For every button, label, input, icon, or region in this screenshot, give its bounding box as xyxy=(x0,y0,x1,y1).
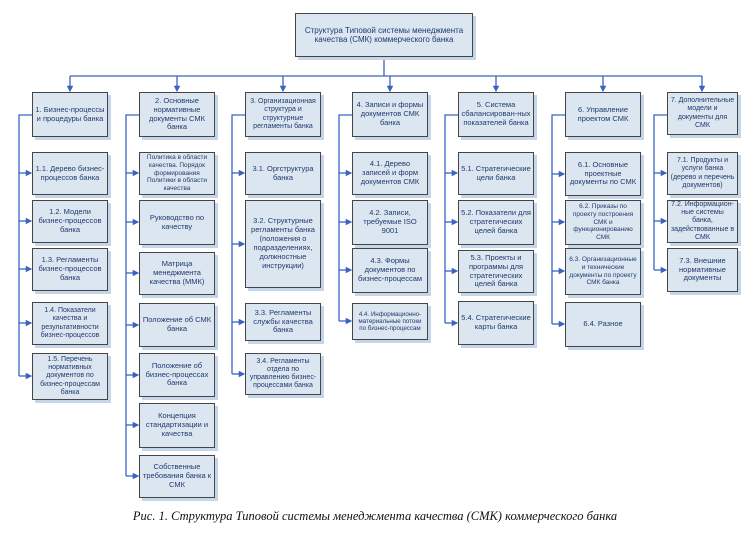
box-3-2: 3.2. Структурные регламенты банка (полож… xyxy=(245,200,321,288)
box-7-3: 7.3. Внешние нормативные документы xyxy=(667,248,738,292)
box-7-2: 7.2. Информацион-ные системы банка, заде… xyxy=(667,200,738,243)
box-3-1: 3.1. Оргструктура банка xyxy=(245,152,321,195)
box-3-4: 3.4. Регламенты отдела по управлению биз… xyxy=(245,353,321,395)
column-2-header: 2. Основные нормативные документы СМК ба… xyxy=(139,92,215,137)
box-3-3: 3.3. Регламенты службы качества банка xyxy=(245,303,321,341)
box-1-2: 1.2. Модели бизнес-процессов банка xyxy=(32,200,108,243)
root-box: Структура Типовой системы менеджмента ка… xyxy=(295,13,473,57)
box-4-3: 4.3. Формы документов по бизнес-процесса… xyxy=(352,248,428,293)
box-5-2: 5.2. Показатели для стратегических целей… xyxy=(458,200,534,245)
box-7-1: 7.1. Продукты и услуги банка (дерево и п… xyxy=(667,152,738,195)
column-1-header: 1. Бизнес-процессы и процедуры банка xyxy=(32,92,108,137)
figure-caption: Рис. 1. Структура Типовой системы менедж… xyxy=(132,509,618,523)
box-5-4: 5.4. Стратегические карты банка xyxy=(458,301,534,345)
box-1-1: 1.1. Дерево бизнес-процессов банка xyxy=(32,152,108,195)
box-6-1: 6.1. Основные проектные документы по СМК xyxy=(565,152,641,196)
box-4-2: 4.2. Записи, требуемые ISO 9001 xyxy=(352,200,428,245)
box-6-3: 6.3. Организационные и технические докум… xyxy=(565,248,641,295)
box-4-1: 4.1. Дерево записей и форм документов СМ… xyxy=(352,152,428,195)
box-2-policy: Политика в области качества. Порядок фор… xyxy=(139,152,215,195)
box-4-4: 4.4. Информационно-материальные потоки п… xyxy=(352,303,428,340)
box-6-2: 6.2. Приказы по проекту построения СМК и… xyxy=(565,200,641,245)
box-2-matrix: Матрица менеджмента качества (ММК) xyxy=(139,252,215,295)
column-5-header: 5. Система сбалансирован-ных показателей… xyxy=(458,92,534,137)
box-1-5: 1.5. Перечень нормативных документов по … xyxy=(32,353,108,400)
box-2-smk-regulation: Положение об СМК банка xyxy=(139,303,215,347)
box-1-3: 1.3. Регламенты бизнес-процессов банка xyxy=(32,248,108,291)
box-6-4: 6.4. Разное xyxy=(565,302,641,347)
column-4-header: 4. Записи и формы документов СМК банка xyxy=(352,92,428,137)
column-3-header: 3. Организационная структура и структурн… xyxy=(245,92,321,137)
column-7-header: 7. Дополнительные модели и документы для… xyxy=(667,92,738,135)
box-5-3: 5.3. Проекты и программы для стратегичес… xyxy=(458,250,534,293)
box-2-own-requirements: Собственные требования банка к СМК xyxy=(139,455,215,498)
box-5-1: 5.1. Стратегические цели банка xyxy=(458,152,534,195)
box-2-bp-regulation: Положение об бизнес-процессах банка xyxy=(139,353,215,397)
box-2-quality-manual: Руководство по качеству xyxy=(139,200,215,245)
box-2-concept: Концепция стандартизации и качества xyxy=(139,403,215,448)
column-6-header: 6. Управление проектом СМК xyxy=(565,92,641,137)
box-1-4: 1.4. Показатели качества и результативно… xyxy=(32,302,108,345)
